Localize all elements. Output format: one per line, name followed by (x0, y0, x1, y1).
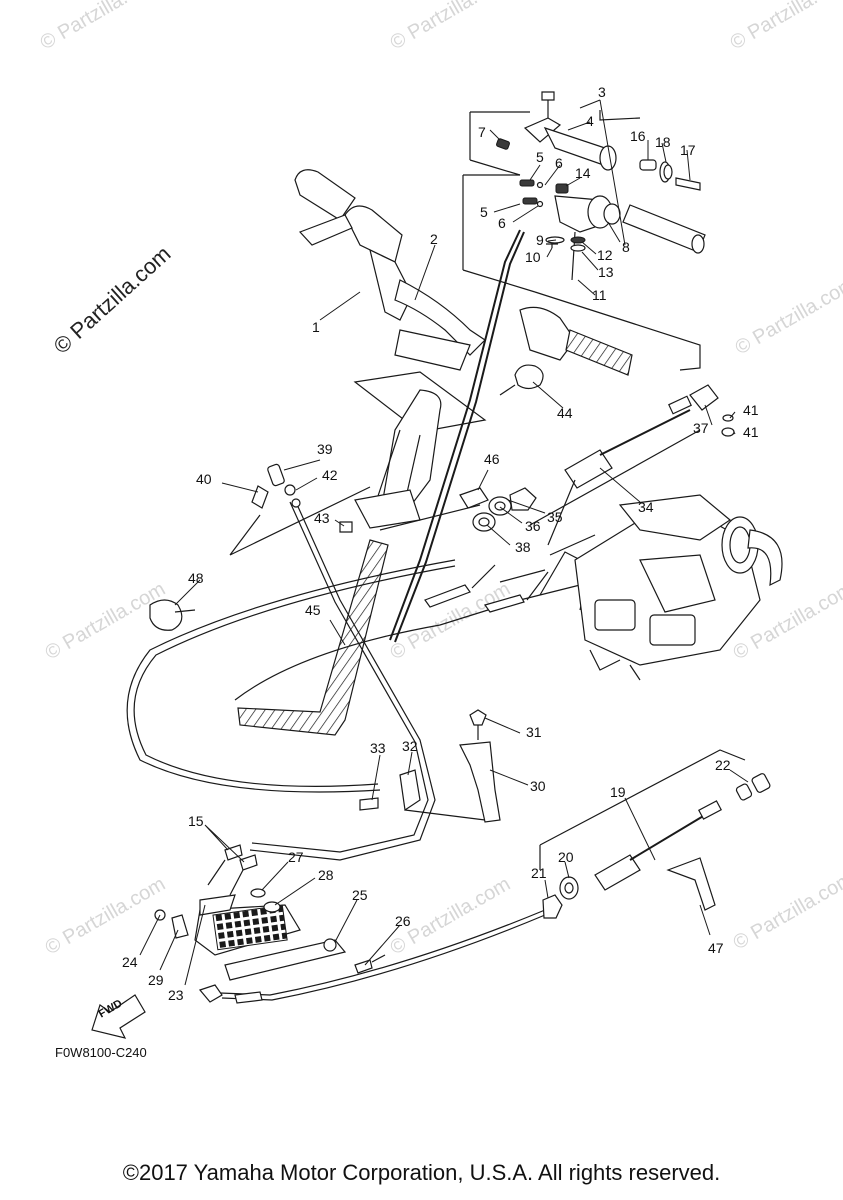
callout-30: 30 (530, 778, 546, 794)
callout-32: 32 (402, 738, 418, 754)
callout-11: 11 (592, 287, 607, 303)
callout-8: 8 (622, 239, 630, 255)
callout-29: 29 (148, 972, 164, 988)
callout-40: 40 (196, 471, 212, 487)
watermark-faint: © Partzilla.com (42, 578, 170, 664)
callout-9: 9 (536, 232, 544, 248)
steering-column (237, 371, 487, 736)
callout-7: 7 (478, 124, 486, 140)
callout-45: 45 (305, 602, 321, 618)
callout-21: 21 (531, 865, 547, 881)
watermark-faint: © Partzilla.com (37, 0, 165, 54)
callout-15: 15 (188, 813, 204, 829)
callout-16: 16 (630, 128, 646, 144)
callout-34: 34 (638, 499, 654, 515)
inset-lines (379, 429, 701, 556)
cable-bracket (359, 709, 501, 823)
callout-35: 35 (547, 509, 563, 525)
shift-cable-19 (539, 749, 771, 919)
watermark-faint: © Partzilla.com (730, 868, 843, 954)
carburetor (539, 494, 783, 681)
callout-39: 39 (317, 441, 333, 457)
callout-1: 1 (312, 319, 320, 335)
watermark-group: © Partzilla.com © Partzilla.com © Partzi… (37, 0, 843, 959)
callout-37: 37 (693, 420, 709, 436)
leader-lines (139, 99, 749, 986)
callout-36: 36 (525, 518, 541, 534)
callout-22: 22 (715, 757, 731, 773)
callout-43: 43 (314, 510, 330, 526)
throttle-cable-34 (459, 384, 735, 546)
callout-19: 19 (610, 784, 626, 800)
callout-10: 10 (525, 249, 541, 265)
fwd-arrow (91, 994, 146, 1039)
callout-33: 33 (370, 740, 386, 756)
callout-6: 6 (555, 155, 563, 171)
watermark-faint: © Partzilla.com (727, 0, 843, 54)
watermark-faint: © Partzilla.com (387, 0, 515, 54)
callout-25: 25 (352, 887, 368, 903)
copyright-notice: ©2017 Yamaha Motor Corporation, U.S.A. A… (122, 1160, 721, 1185)
callout-41: 41 (743, 402, 759, 418)
callout-12: 12 (597, 247, 613, 263)
callout-28: 28 (318, 867, 334, 883)
callout-46: 46 (484, 451, 500, 467)
cable-ties (149, 364, 544, 631)
callout-14: 14 (575, 165, 591, 181)
callout-labels: 1 2 3 4 5 6 7 8 9 10 11 12 13 14 15 16 1… (122, 84, 759, 1003)
callout-27: 27 (288, 849, 304, 865)
watermark-main: © Partzilla.com (49, 241, 176, 359)
callout-48: 48 (188, 570, 204, 586)
figure-code: F0W8100-C240 (55, 1045, 147, 1060)
callout-26: 26 (395, 913, 411, 929)
callout-38: 38 (515, 539, 531, 555)
callout-17: 17 (680, 142, 696, 158)
callout-5: 5 (536, 149, 544, 165)
callout-42: 42 (322, 467, 338, 483)
callout-2: 2 (430, 231, 438, 247)
callout-31: 31 (526, 724, 542, 740)
shift-lever-assembly (154, 844, 386, 1004)
cables (126, 229, 601, 1001)
callout-13: 13 (598, 264, 614, 280)
callout-41b: 41 (743, 424, 759, 440)
grip-inset-box (462, 110, 701, 371)
cable-ends-carb (424, 564, 549, 613)
callout-44: 44 (557, 405, 573, 421)
throttle-housing (519, 179, 706, 281)
callout-20: 20 (558, 849, 574, 865)
watermark-faint: © Partzilla.com (732, 273, 843, 359)
callout-24: 24 (122, 954, 138, 970)
callout-23: 23 (168, 987, 184, 1003)
callout-5b: 5 (480, 204, 488, 220)
watermark-faint: © Partzilla.com (42, 873, 170, 959)
grip-end-parts (639, 159, 701, 191)
small-parts-left (229, 463, 371, 556)
callout-3: 3 (598, 84, 606, 100)
callout-4: 4 (586, 113, 594, 129)
callout-6b: 6 (498, 215, 506, 231)
callout-18: 18 (655, 134, 671, 150)
callout-47: 47 (708, 940, 724, 956)
handlebar (294, 169, 633, 376)
